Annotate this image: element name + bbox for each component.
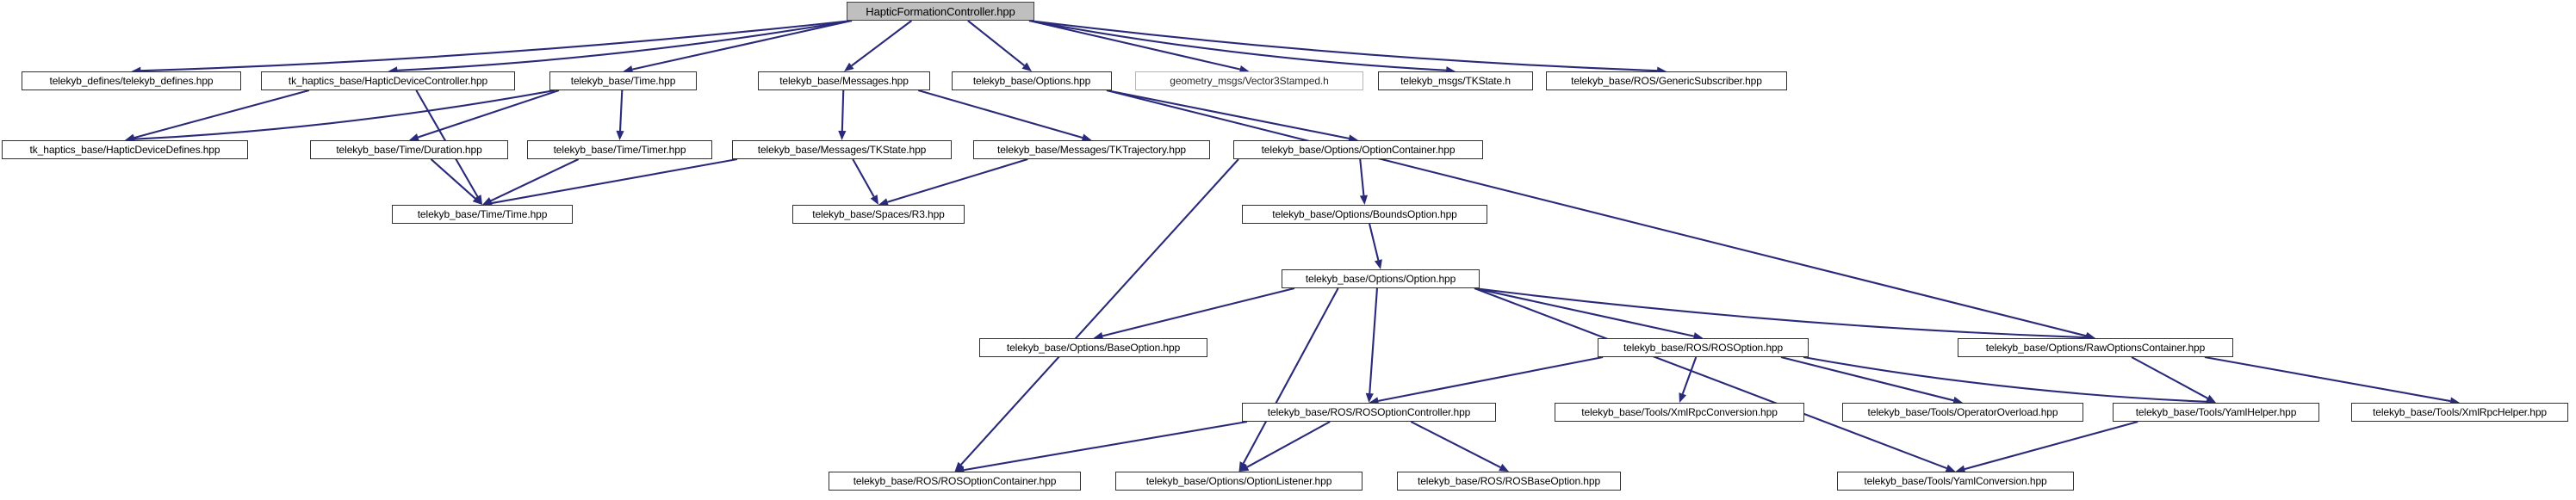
graph-node-rosoptctrl[interactable]: telekyb_base/ROS/ROSOptionController.hpp xyxy=(1242,403,1496,422)
graph-node-duration[interactable]: telekyb_base/Time/Duration.hpp xyxy=(310,140,508,159)
graph-edge-messages-to-tkstate_hpp xyxy=(838,90,847,140)
graph-node-label: telekyb_base/ROS/ROSBaseOption.hpp xyxy=(1417,475,1601,487)
graph-edge-rosoption-to-yamlhelper xyxy=(1803,355,2216,406)
graph-edge-root-to-time xyxy=(623,19,853,74)
graph-node-option[interactable]: telekyb_base/Options/Option.hpp xyxy=(1282,269,1480,288)
graph-node-genericsub[interactable]: telekyb_base/ROS/GenericSubscriber.hpp xyxy=(1546,71,1787,90)
graph-edge-duration-to-timetime xyxy=(430,158,482,205)
graph-edge-tkstate_hpp-to-timetime xyxy=(482,157,738,207)
graph-node-label: tk_haptics_base/HapticDeviceDefines.hpp xyxy=(29,144,220,156)
graph-node-label: telekyb_base/Tools/YamlHelper.hpp xyxy=(2135,406,2297,418)
graph-node-messages[interactable]: telekyb_base/Messages.hpp xyxy=(758,71,930,90)
graph-node-label: telekyb_base/Options/Option.hpp xyxy=(1305,273,1456,285)
graph-node-label: HapticFormationController.hpp xyxy=(866,4,1015,18)
graph-node-operoverload[interactable]: telekyb_base/Tools/OperatorOverload.hpp xyxy=(1842,403,2083,422)
graph-edge-rosoption-to-rosoptctrl xyxy=(1369,355,1604,405)
graph-node-bounds[interactable]: telekyb_base/Options/BoundsOption.hpp xyxy=(1242,205,1487,224)
graph-edge-root-to-vec3 xyxy=(1028,19,1250,74)
graph-node-xmlrpchelper[interactable]: telekyb_base/Tools/XmlRpcHelper.hpp xyxy=(2351,403,2568,422)
graph-node-label: telekyb_base/Options/OptionListener.hpp xyxy=(1145,475,1332,487)
graph-node-tktraj[interactable]: telekyb_base/Messages/TKTrajectory.hpp xyxy=(973,140,1210,159)
graph-edge-rosoptctrl-to-rosbaseoption xyxy=(1410,421,1509,472)
graph-edge-time-to-hdd xyxy=(125,89,556,144)
graph-edge-yamlhelper-to-yamlconv xyxy=(1955,420,2138,473)
graph-edge-options-to-optcontainer xyxy=(1106,89,1358,143)
graph-edge-option-to-baseoption xyxy=(1093,287,1295,340)
graph-node-label: telekyb_base/Messages/TKState.hpp xyxy=(757,144,927,156)
graph-node-root[interactable]: HapticFormationController.hpp xyxy=(847,2,1034,21)
graph-edge-root-to-options xyxy=(967,20,1032,71)
graph-edge-option-to-yamlconv xyxy=(1474,287,1956,472)
graph-node-label: telekyb_base/Tools/XmlRpcConversion.hpp xyxy=(1581,406,1778,418)
graph-edge-optcontainer-to-rosoptcont xyxy=(954,158,1239,472)
graph-node-label: tk_haptics_base/HapticDeviceController.h… xyxy=(288,75,488,87)
graph-node-label: telekyb_base/Options/RawOptionsContainer… xyxy=(1985,342,2206,354)
graph-edge-optcontainer-to-bounds xyxy=(1359,158,1368,205)
graph-node-yamlhelper[interactable]: telekyb_base/Tools/YamlHelper.hpp xyxy=(2113,403,2319,422)
graph-edge-rosoptctrl-to-optlistener xyxy=(1238,421,1331,472)
graph-node-label: telekyb_base/Messages/TKTrajectory.hpp xyxy=(997,144,1186,156)
graph-node-label: telekyb_base/Time/Duration.hpp xyxy=(336,144,482,156)
graph-node-label: geometry_msgs/Vector3Stamped.h xyxy=(1170,75,1329,87)
graph-node-hdc[interactable]: tk_haptics_base/HapticDeviceController.h… xyxy=(261,71,515,90)
graph-node-label: telekyb_msgs/TKState.h xyxy=(1400,75,1511,87)
graph-node-label: telekyb_base/Time.hpp xyxy=(570,75,676,87)
graph-edge-option-to-rosoptctrl xyxy=(1365,287,1378,403)
graph-node-timer[interactable]: telekyb_base/Time/Timer.hpp xyxy=(527,140,712,159)
graph-node-label: telekyb_base/Tools/OperatorOverload.hpp xyxy=(1867,406,2058,418)
graph-node-label: telekyb_base/ROS/GenericSubscriber.hpp xyxy=(1571,75,1762,87)
graph-node-yamlconv[interactable]: telekyb_base/Tools/YamlConversion.hpp xyxy=(1837,472,2074,491)
graph-edge-time-to-duration xyxy=(409,90,560,141)
graph-edge-root-to-messages xyxy=(844,20,913,71)
graph-node-label: telekyb_base/Options/BaseOption.hpp xyxy=(1006,342,1181,354)
graph-edge-messages-to-tktraj xyxy=(917,89,1092,142)
graph-node-label: telekyb_base/Options/OptionContainer.hpp xyxy=(1261,144,1456,156)
graph-node-hdd[interactable]: tk_haptics_base/HapticDeviceDefines.hpp xyxy=(2,140,248,159)
graph-edge-rosoption-to-operoverload xyxy=(1780,355,1963,404)
graph-node-label: telekyb_base/ROS/ROSOptionController.hpp xyxy=(1267,406,1471,418)
graph-node-optlistener[interactable]: telekyb_base/Options/OptionListener.hpp xyxy=(1115,472,1362,491)
graph-node-label: telekyb_base/Tools/YamlConversion.hpp xyxy=(1864,475,2047,487)
graph-node-rosbaseoption[interactable]: telekyb_base/ROS/ROSBaseOption.hpp xyxy=(1397,472,1621,491)
graph-edge-option-to-optlistener xyxy=(1238,287,1339,472)
graph-edge-timer-to-timetime xyxy=(482,158,580,205)
graph-edge-tkstate_hpp-to-r3 xyxy=(852,158,878,205)
graph-edge-rosoptctrl-to-rosoptcont xyxy=(954,420,1248,474)
graph-node-label: telekyb_base/Spaces/R3.hpp xyxy=(812,208,945,220)
graph-node-vec3[interactable]: geometry_msgs/Vector3Stamped.h xyxy=(1135,71,1363,90)
graph-node-r3[interactable]: telekyb_base/Spaces/R3.hpp xyxy=(792,205,965,224)
graph-node-timetime[interactable]: telekyb_base/Time/Time.hpp xyxy=(392,205,573,224)
graph-node-label: telekyb_base/ROS/ROSOptionContainer.hpp xyxy=(853,475,1057,487)
graph-node-tkstate_hpp[interactable]: telekyb_base/Messages/TKState.hpp xyxy=(732,140,952,159)
graph-node-baseoption[interactable]: telekyb_base/Options/BaseOption.hpp xyxy=(979,338,1207,357)
graph-node-label: telekyb_base/Options/BoundsOption.hpp xyxy=(1272,208,1457,220)
graph-edge-root-to-genericsub xyxy=(1028,19,1667,75)
graph-node-optcontainer[interactable]: telekyb_base/Options/OptionContainer.hpp xyxy=(1233,140,1483,159)
graph-node-tkstate_h[interactable]: telekyb_msgs/TKState.h xyxy=(1378,71,1533,90)
graph-node-label: telekyb_defines/telekyb_defines.hpp xyxy=(49,75,214,87)
graph-node-options[interactable]: telekyb_base/Options.hpp xyxy=(952,71,1112,90)
graph-node-label: telekyb_base/Time/Time.hpp xyxy=(417,208,548,220)
graph-node-time[interactable]: telekyb_base/Time.hpp xyxy=(549,71,697,90)
graph-node-label: telekyb_base/Messages.hpp xyxy=(779,75,909,87)
graph-node-label: telekyb_base/Tools/XmlRpcHelper.hpp xyxy=(2373,406,2547,418)
graph-node-defines[interactable]: telekyb_defines/telekyb_defines.hpp xyxy=(22,71,241,90)
graph-edge-option-to-rosoption xyxy=(1474,287,1704,341)
graph-node-label: telekyb_base/ROS/ROSOption.hpp xyxy=(1623,342,1784,354)
graph-node-rosoption[interactable]: telekyb_base/ROS/ROSOption.hpp xyxy=(1598,338,1809,357)
graph-node-label: telekyb_base/Time/Timer.hpp xyxy=(553,144,686,156)
graph-node-label: telekyb_base/Options.hpp xyxy=(972,75,1091,87)
graph-edge-rosoption-to-xmlrpcconv xyxy=(1679,356,1698,403)
graph-edge-tktraj-to-r3 xyxy=(878,157,1028,207)
graph-edge-time-to-timer xyxy=(616,90,624,140)
graph-node-rawoptcont[interactable]: telekyb_base/Options/RawOptionsContainer… xyxy=(1958,338,2233,357)
graph-node-xmlrpcconv[interactable]: telekyb_base/Tools/XmlRpcConversion.hpp xyxy=(1555,403,1804,422)
graph-node-rosoptcont[interactable]: telekyb_base/ROS/ROSOptionContainer.hpp xyxy=(829,472,1081,491)
graph-edge-root-to-defines xyxy=(131,19,853,75)
graph-edge-bounds-to-option xyxy=(1369,223,1382,269)
graph-edge-rawoptcont-to-xmlrpchelper xyxy=(2204,355,2460,405)
graph-edge-rawoptcont-to-yamlhelper xyxy=(2131,356,2216,403)
